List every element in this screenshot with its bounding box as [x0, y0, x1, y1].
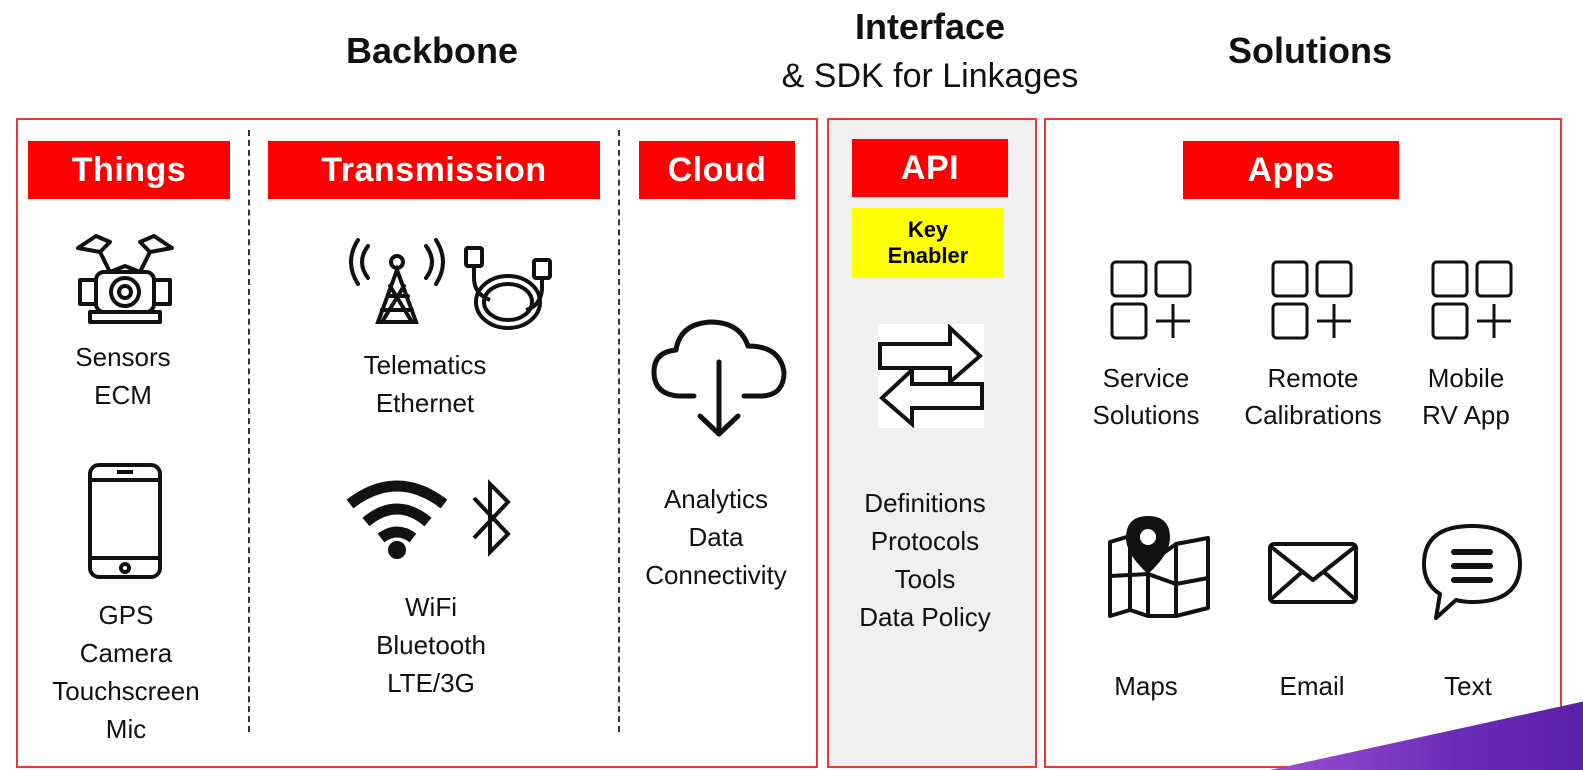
cloud-item: Analytics [663, 484, 769, 514]
things-item: Mic [105, 714, 147, 744]
map-pin-icon [1108, 516, 1210, 618]
interface-subheading: & SDK for Linkages [781, 57, 1079, 95]
interface-heading: Interface [854, 6, 1006, 47]
phone-icon [88, 463, 162, 579]
things-item: Sensors [75, 342, 171, 372]
antenna-tower-icon [349, 238, 445, 324]
app-email: Email [1279, 671, 1345, 701]
add-app-grid-icon [1431, 260, 1513, 340]
transmission-item: WiFi [405, 592, 457, 622]
things-item: GPS [98, 600, 154, 630]
app-label-line: Remote [1267, 363, 1359, 393]
exchange-arrows-icon [878, 323, 984, 429]
cloud-items: Analytics Data Connectivity [626, 480, 806, 594]
wifi-icon [346, 480, 448, 559]
solutions-heading: Solutions [1228, 30, 1392, 71]
api-items: Definitions Protocols Tools Data Policy [840, 484, 1010, 636]
api-item: Definitions [864, 488, 986, 518]
add-app-grid-icon [1271, 260, 1353, 340]
api-item: Tools [894, 564, 956, 594]
app-remote-calibrations: Remote Calibrations [1228, 360, 1398, 434]
key-enabler-badge: Key Enabler [852, 208, 1004, 278]
transmission-item: Bluetooth [376, 630, 486, 660]
api-label: API [852, 139, 1008, 197]
app-maps: Maps [1114, 671, 1178, 701]
cloud-download-icon [651, 319, 787, 437]
transmission-group2: WiFi Bluetooth LTE/3G [336, 588, 526, 702]
engine-icon [76, 234, 174, 324]
api-item: Protocols [870, 526, 980, 556]
backbone-heading: Backbone [345, 30, 519, 71]
things-group1: Sensors ECM [28, 338, 218, 414]
app-label-line: Solutions [1092, 400, 1200, 430]
app-label-line: Calibrations [1244, 400, 1382, 430]
add-app-grid-icon [1110, 260, 1192, 340]
transmission-item: Ethernet [375, 388, 475, 418]
cloud-item: Connectivity [645, 560, 787, 590]
app-label-line: RV App [1422, 400, 1510, 430]
key-enabler-line: Enabler [887, 243, 969, 268]
apps-label: Apps [1183, 141, 1399, 199]
app-text: Text [1444, 671, 1492, 701]
transmission-item: LTE/3G [387, 668, 475, 698]
app-label-line: Service [1102, 363, 1190, 393]
app-label-line: Mobile [1427, 363, 1505, 393]
app-mobile-rv: Mobile RV App [1396, 360, 1536, 434]
divider-transmission-cloud [618, 130, 620, 732]
cloud-label: Cloud [639, 141, 795, 199]
envelope-icon [1268, 542, 1358, 604]
key-enabler-line: Key [907, 217, 949, 242]
things-item: Camera [79, 638, 173, 668]
transmission-label: Transmission [268, 141, 600, 199]
transmission-group1: Telematics Ethernet [330, 346, 520, 422]
things-item: ECM [94, 380, 152, 410]
api-item: Data Policy [859, 602, 991, 632]
exchange-arrows-box [878, 323, 984, 429]
things-label: Things [28, 141, 230, 199]
things-group2: GPS Camera Touchscreen Mic [28, 596, 224, 748]
cloud-item: Data [688, 522, 744, 552]
things-item: Touchscreen [52, 676, 200, 706]
speech-bubble-icon [1422, 524, 1522, 620]
app-service-solutions: Service Solutions [1066, 360, 1226, 434]
transmission-item: Telematics [363, 350, 487, 380]
divider-things-transmission [248, 130, 250, 732]
ethernet-cable-icon [464, 246, 552, 330]
bluetooth-icon [472, 479, 511, 557]
